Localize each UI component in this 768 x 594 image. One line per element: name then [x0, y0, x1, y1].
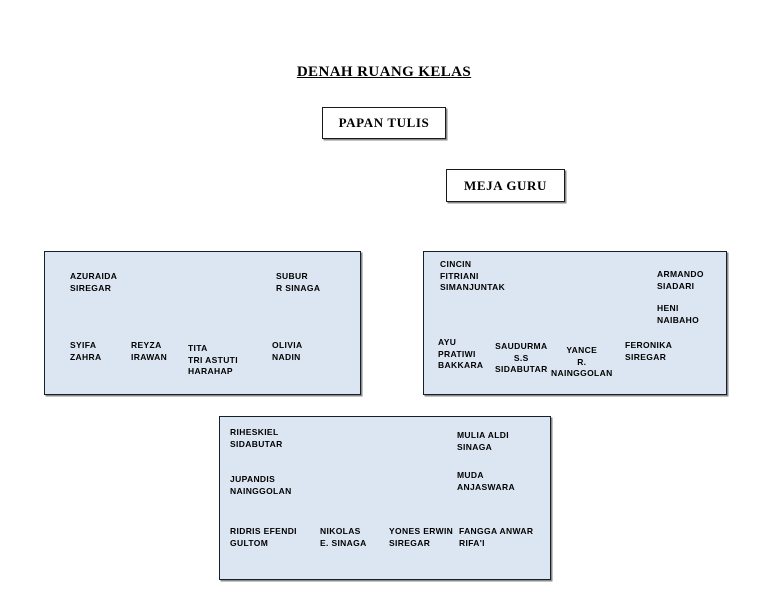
whiteboard-label: PAPAN TULIS: [338, 115, 430, 130]
student-name-label: AZURAIDA SIREGAR: [70, 271, 118, 293]
student-name-label: ARMANDO SIADARI: [657, 269, 704, 291]
whiteboard-box: PAPAN TULIS: [322, 107, 446, 139]
student-name-label: AYU PRATIWI BAKKARA: [438, 337, 484, 370]
student-name-label: CINCIN FITRIANI SIMANJUNTAK: [440, 259, 506, 292]
student-name-label: OLIVIA NADIN: [272, 340, 303, 362]
page-title: DENAH RUANG KELAS: [296, 64, 472, 80]
student-name-label: RIDRIS EFENDI GULTOM: [230, 526, 297, 548]
student-name-label: YANCE R. NAINGGOLAN: [551, 345, 613, 378]
right-seating-group: [423, 251, 727, 395]
student-name-label: REYZA IRAWAN: [131, 340, 168, 362]
left-seating-group: [44, 251, 361, 395]
student-name-label: FANGGA ANWAR RIFA'I: [459, 526, 534, 548]
teacher-desk-label: MEJA GURU: [463, 177, 548, 193]
student-name-label: YONES ERWIN SIREGAR: [389, 526, 454, 548]
student-name-label: SYIFA ZAHRA: [70, 340, 102, 362]
student-name-label: SAUDURMA S.S SIDABUTAR: [495, 341, 548, 374]
student-name-label: NIKOLAS E. SINAGA: [320, 526, 367, 548]
student-name-label: MULIA ALDI SINAGA: [457, 430, 509, 452]
student-name-label: JUPANDIS NAINGGOLAN: [230, 474, 292, 496]
bottom-seating-group: [219, 416, 551, 580]
student-name-label: FERONIKA SIREGAR: [625, 340, 673, 362]
teacher-desk-box: MEJA GURU: [446, 169, 565, 202]
student-name-label: TITA TRI ASTUTI HARAHAP: [188, 343, 238, 376]
student-name-label: MUDA ANJASWARA: [457, 470, 515, 492]
student-name-label: SUBUR R SINAGA: [276, 271, 321, 293]
student-name-label: RIHESKIEL SIDABUTAR: [230, 427, 283, 449]
student-name-label: HENI NAIBAHO: [657, 303, 700, 325]
